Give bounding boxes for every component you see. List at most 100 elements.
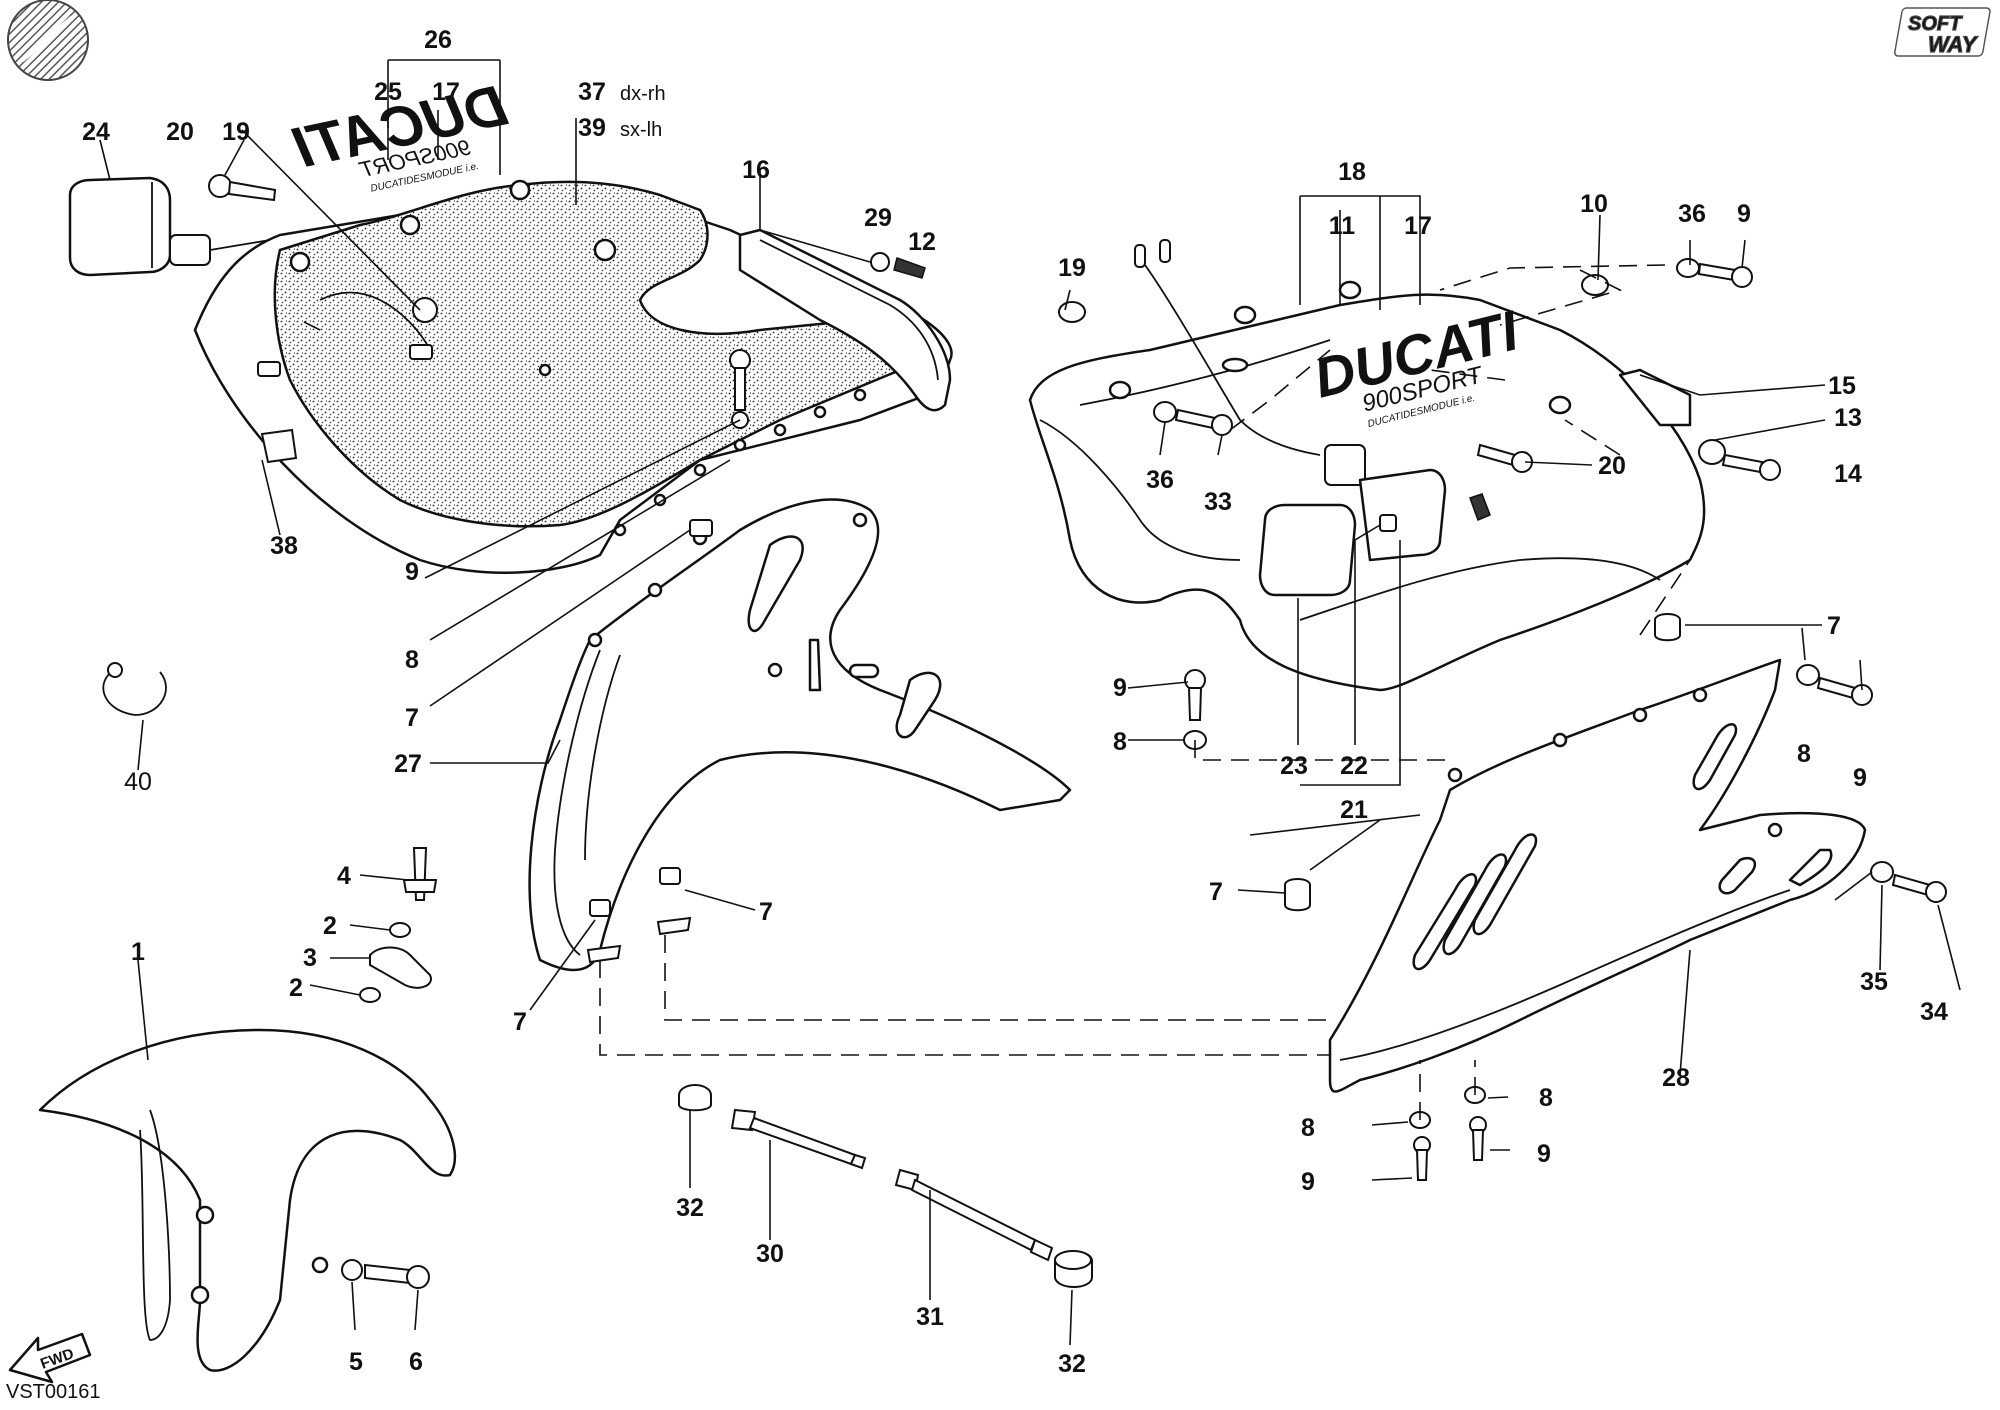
callout-33: 33: [1204, 488, 1232, 516]
screw-9-low-b: [1469, 1116, 1487, 1161]
callout-36-top: 36: [1678, 200, 1706, 228]
callout-4: 4: [337, 862, 351, 890]
callout-34: 34: [1920, 998, 1948, 1026]
bolt-6: [364, 1263, 430, 1289]
grommet-19-right: [1058, 301, 1086, 323]
pad-hole: [289, 251, 311, 273]
callout-13: 13: [1834, 404, 1862, 432]
callout-19-left: 19: [222, 118, 250, 146]
callout-7-mid: 7: [759, 898, 773, 926]
callout-9-low-a: 9: [1301, 1168, 1315, 1196]
callout-29: 29: [864, 204, 892, 232]
callout-39: 39: [578, 114, 606, 142]
callout-20-left: 20: [166, 118, 194, 146]
callout-15: 15: [1828, 372, 1856, 400]
callout-17-left: 17: [432, 78, 460, 106]
callout-30: 30: [756, 1240, 784, 1268]
callout-28: 28: [1662, 1064, 1690, 1092]
hose-clip-40: [102, 662, 167, 716]
callout-2-upper: 2: [323, 912, 337, 940]
callout-27: 27: [394, 750, 422, 778]
callout-labels: 26 25 17 37 dx-rh 39 sx-lh 24 20 19 16 2…: [82, 26, 1948, 1378]
bolt-9-side-right: [1816, 676, 1873, 706]
screw-22: [1469, 493, 1491, 521]
label-dx-rh: dx-rh: [620, 83, 666, 105]
callout-9-right: 9: [1113, 674, 1127, 702]
callout-16: 16: [742, 156, 770, 184]
spacer-32-left: [678, 1084, 712, 1112]
callout-7-low: 7: [513, 1008, 527, 1036]
washer-2-lower: [359, 987, 381, 1003]
pin-left: [257, 361, 281, 377]
bracket-3: [369, 946, 432, 989]
spacer-7-right-top: [1654, 613, 1681, 642]
callout-8-low-a: 8: [1301, 1114, 1315, 1142]
callout-36-left: 36: [1146, 466, 1174, 494]
spacers-7-fender: [586, 519, 713, 964]
side-panel-28: [1328, 658, 1867, 1093]
callout-7-left: 7: [405, 704, 419, 732]
callout-24: 24: [82, 118, 110, 146]
pad-hole: [399, 214, 421, 236]
callout-1: 1: [131, 938, 145, 966]
bolt-9-top: [1697, 262, 1753, 288]
callout-7-right-low: 7: [1209, 878, 1223, 906]
tail-wiring-right: [1134, 239, 1321, 456]
screw-12: [893, 257, 926, 279]
callout-17-right: 17: [1404, 212, 1432, 240]
turn-indicator-24: [68, 176, 271, 277]
callout-7-right-top: 7: [1827, 612, 1841, 640]
callout-26: 26: [424, 26, 452, 54]
callout-25: 25: [374, 78, 402, 106]
callout-6: 6: [409, 1348, 423, 1376]
rod-30: [730, 1108, 867, 1170]
pad-hole: [538, 363, 552, 377]
screw-9-low-a: [1413, 1136, 1431, 1181]
callout-19-right: 19: [1058, 254, 1086, 282]
callout-5: 5: [349, 1348, 363, 1376]
grab-handle-16: [738, 228, 952, 412]
callout-10: 10: [1580, 190, 1608, 218]
bolt-34: [1891, 873, 1947, 903]
pad-hole: [593, 238, 617, 262]
leader-lines: [99, 59, 1961, 1346]
nut-29: [870, 252, 890, 272]
washer-2-upper: [389, 922, 411, 938]
bolt-33: [1174, 408, 1233, 436]
forward-direction-arrow: FWD: [8, 1332, 92, 1384]
callout-8-right: 8: [1113, 728, 1127, 756]
callout-8-side-right: 8: [1797, 740, 1811, 768]
washer-36-top: [1676, 258, 1700, 278]
screw-9-right: [1184, 669, 1206, 721]
rod-31: [894, 1168, 1054, 1262]
bolt-20-left: [208, 174, 277, 202]
callout-12: 12: [908, 228, 936, 256]
rear-tail-section: [193, 179, 953, 574]
callout-9-low-b: 9: [1537, 1140, 1551, 1168]
callout-38: 38: [270, 532, 298, 560]
callout-37: 37: [578, 78, 606, 106]
grommet-10: [1581, 274, 1609, 296]
callout-20-right: 20: [1598, 452, 1626, 480]
pad-hole: [509, 179, 531, 201]
spacer-32-right: [1054, 1250, 1093, 1288]
callout-11: 11: [1329, 212, 1356, 240]
seat-pad-37: [273, 180, 914, 528]
callout-3: 3: [303, 944, 317, 972]
clip-38: [260, 428, 298, 464]
bolt-4: [402, 847, 438, 901]
callout-18: 18: [1338, 158, 1366, 186]
assembly-dashed-lines: [299, 264, 1691, 1120]
label-sx-lh: sx-lh: [620, 119, 662, 141]
connector: [409, 344, 433, 360]
callout-2-lower: 2: [289, 974, 303, 1002]
callout-35: 35: [1860, 968, 1888, 996]
callout-32-right: 32: [1058, 1350, 1086, 1378]
callout-21: 21: [1340, 796, 1368, 824]
callout-32-left: 32: [676, 1194, 704, 1222]
decal-ducati-left: DUCATI 900SPORT DUCATIDESMODUE i.e.: [287, 72, 512, 194]
washer-13: [1698, 439, 1726, 465]
grab-handle-edge: [759, 239, 939, 381]
softway-logo: SOFT WAY: [1894, 7, 1991, 58]
callout-9-left: 9: [405, 558, 419, 586]
